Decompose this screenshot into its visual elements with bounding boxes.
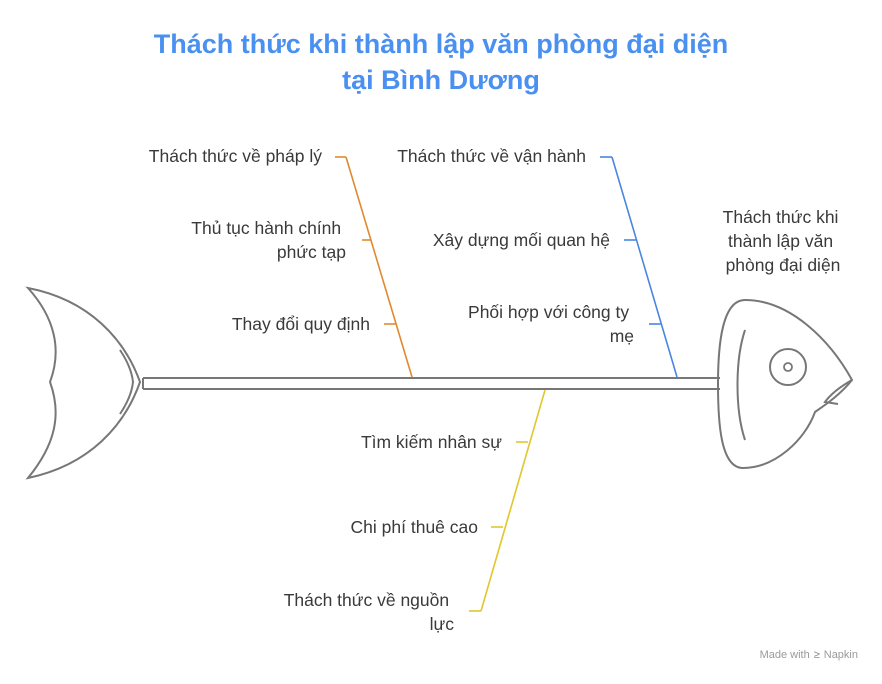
fish-eye bbox=[769, 348, 807, 386]
made-with-label: Made with bbox=[759, 649, 810, 661]
fish-tail-inner bbox=[119, 349, 135, 415]
branch-operations-bone bbox=[611, 156, 678, 378]
napkin-brand-label: Napkin bbox=[823, 649, 858, 661]
head-label-line-2: thành lập văn bbox=[728, 231, 833, 251]
legal-item-3: Thay đổi quy định bbox=[232, 314, 370, 334]
head-label: Thách thức khi thành lập văn phòng đại d… bbox=[723, 207, 844, 275]
head-label-line-3: phòng đại diện bbox=[726, 255, 841, 275]
resources-item-1: Tìm kiếm nhân sự bbox=[361, 432, 502, 452]
fish-mouth bbox=[823, 379, 853, 405]
branch-legal-bone bbox=[345, 156, 413, 378]
head-label-line-1: Thách thức khi bbox=[723, 207, 839, 227]
legal-item-2: Thủ tục hành chính phức tạp bbox=[191, 218, 346, 262]
fish-gill bbox=[736, 329, 746, 441]
legal-item-1: Thách thức về pháp lý bbox=[149, 146, 322, 166]
made-with-napkin: Made with ≥ Napkin bbox=[760, 649, 858, 661]
fish-head bbox=[716, 298, 854, 470]
fish-tail bbox=[25, 286, 142, 480]
operations-item-3: Phối hợp với công ty mẹ bbox=[468, 302, 634, 346]
diagram-title: Thách thức khi thành lập văn phòng đại d… bbox=[0, 26, 882, 98]
branch-legal bbox=[335, 156, 413, 378]
napkin-logo-icon: ≥ bbox=[813, 649, 820, 661]
operations-item-2: Xây dựng mối quan hệ bbox=[433, 230, 610, 250]
branch-resources bbox=[469, 389, 546, 612]
title-line-1: Thách thức khi thành lập văn phòng đại d… bbox=[153, 29, 729, 59]
operations-item-1: Thách thức về vận hành bbox=[397, 146, 586, 166]
resources-item-3: Thách thức về nguồn lực bbox=[284, 590, 455, 634]
resources-item-2: Chi phí thuê cao bbox=[351, 517, 478, 537]
branch-operations bbox=[600, 156, 678, 378]
branch-resources-bone bbox=[480, 389, 546, 612]
fish-eye-pupil bbox=[783, 362, 793, 372]
title-line-2: tại Bình Dương bbox=[342, 65, 540, 95]
